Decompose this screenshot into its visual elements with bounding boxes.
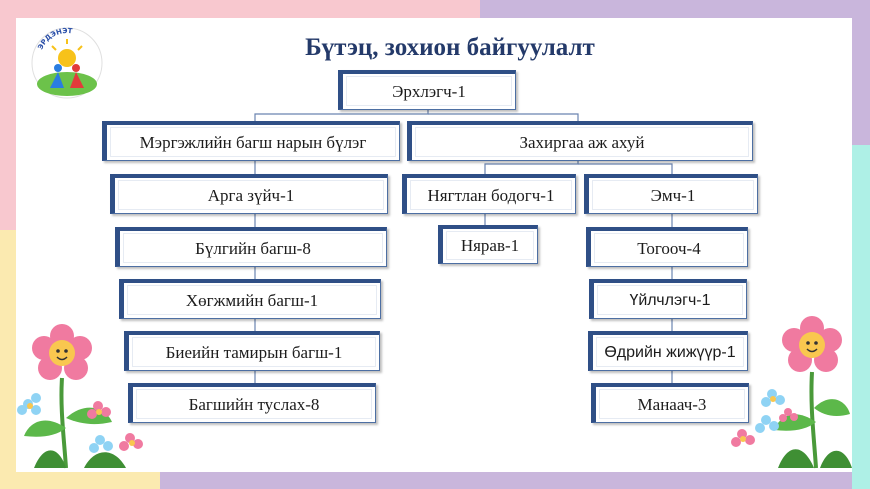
node-pe-teacher-label: Биеийн тамирын багш-1 [165,342,343,362]
frame-right-top [852,0,870,145]
node-admin: Захиргаа аж ахуй [407,121,753,161]
node-day-guard: Өдрийн жижүүр-1 [588,331,748,371]
frame-left-top [0,0,16,230]
node-group-teacher-label: Бүлгийн багш-8 [195,238,311,258]
page-title: Бүтэц, зохион байгуулалт [305,34,595,61]
frame-right [852,145,870,489]
flower-decoration-left [17,324,143,469]
node-guard: Манаач-3 [591,383,749,423]
node-teachers-dept: Мэргэжлийн багш нарын бүлэг [102,121,400,161]
node-cook: Тогооч-4 [586,227,748,267]
kindergarten-logo: ЭРДЭНЭТ [31,27,103,99]
node-assistant-teacher: Багшийн туслах-8 [128,383,376,423]
frame-bottom-left [0,472,160,489]
frame-top-left [0,0,480,18]
node-service-worker-label: Үйлчлэгч-1 [629,291,711,309]
node-accountant: Нягтлан бодогч-1 [402,174,576,214]
node-head: Эрхлэгч-1 [338,70,516,110]
node-methodist: Арга зүйч-1 [110,174,388,214]
frame-left-bottom [0,230,16,489]
node-cashier: Нярав-1 [438,225,538,264]
node-music-teacher-label: Хөгжмийн багш-1 [185,290,319,310]
node-head-label: Эрхлэгч-1 [392,81,466,101]
node-guard-label: Манаач-3 [637,394,707,414]
node-doctor: Эмч-1 [584,174,758,214]
node-cashier-label: Нярав-1 [460,236,520,255]
node-methodist-label: Арга зүйч-1 [207,185,295,205]
node-assistant-teacher-label: Багшийн туслах-8 [188,394,320,414]
flower-decoration-right [731,316,852,469]
node-teachers-dept-label: Мэргэжлийн багш нарын бүлэг [139,132,367,152]
node-group-teacher: Бүлгийн багш-8 [115,227,387,267]
frame-bottom [160,472,852,489]
frame-top-right [480,0,870,18]
node-doctor-label: Эмч-1 [650,185,696,205]
node-accountant-label: Нягтлан бодогч-1 [427,185,555,205]
node-cook-label: Тогооч-4 [637,238,701,258]
node-service-worker: Үйлчлэгч-1 [589,279,747,319]
node-music-teacher: Хөгжмийн багш-1 [119,279,381,319]
node-admin-label: Захиргаа аж ахуй [519,132,645,152]
node-day-guard-label: Өдрийн жижүүр-1 [604,343,736,361]
node-pe-teacher: Биеийн тамирын багш-1 [124,331,380,371]
